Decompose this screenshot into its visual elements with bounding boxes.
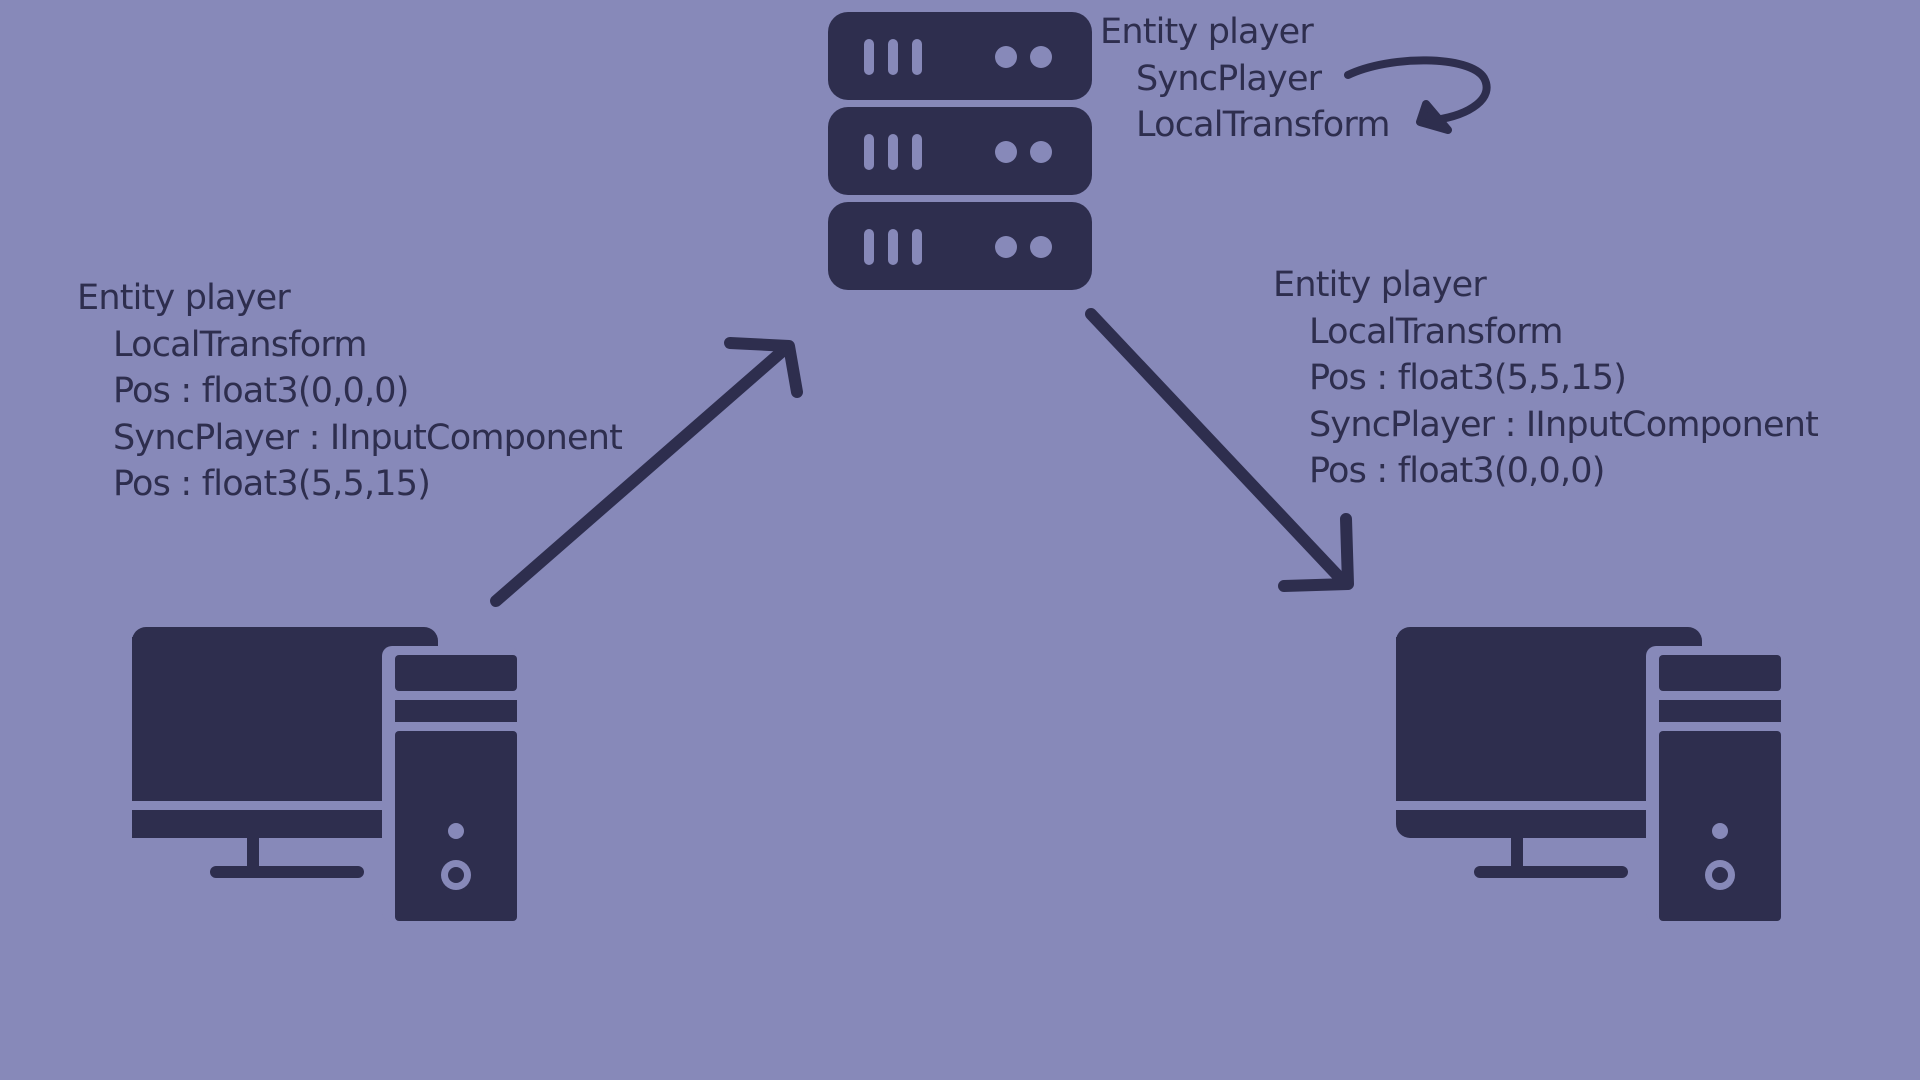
arrow-down-right-icon — [1085, 308, 1354, 592]
component-line: Pos : float3(5,5,15) — [113, 464, 431, 504]
client-right-entity-block: Entity player LocalTransform Pos : float… — [1273, 262, 1819, 495]
server-unit-1 — [864, 39, 1052, 75]
client-left-entity-block: Entity player LocalTransform Pos : float… — [77, 275, 623, 508]
component-line: Pos : float3(5,5,15) — [1309, 358, 1627, 398]
desktop-computer-icon — [132, 627, 518, 922]
component-line: Pos : float3(0,0,0) — [113, 371, 409, 411]
component-line: SyncPlayer : IInputComponent — [113, 417, 623, 458]
entity-title: Entity player — [77, 278, 291, 318]
component-line: LocalTransform — [1309, 311, 1563, 352]
server-entity-block: Entity player SyncPlayer LocalTransform — [1100, 9, 1390, 149]
component-line: LocalTransform — [113, 324, 367, 365]
component-line: SyncPlayer : IInputComponent — [1309, 404, 1819, 445]
desktop-computer-icon — [1396, 627, 1782, 922]
arrow-up-right-icon — [490, 337, 803, 607]
component-line: Pos : float3(0,0,0) — [1309, 451, 1605, 491]
server-unit-3 — [864, 229, 1052, 265]
entity-title: Entity player — [1273, 265, 1487, 305]
server-unit-2 — [864, 134, 1052, 170]
server-rack-icon — [828, 12, 1092, 290]
component-syncplayer: SyncPlayer — [1136, 58, 1322, 99]
curved-arrow-icon — [1344, 56, 1491, 134]
entity-title: Entity player — [1100, 12, 1314, 52]
component-localtransform: LocalTransform — [1136, 105, 1390, 145]
